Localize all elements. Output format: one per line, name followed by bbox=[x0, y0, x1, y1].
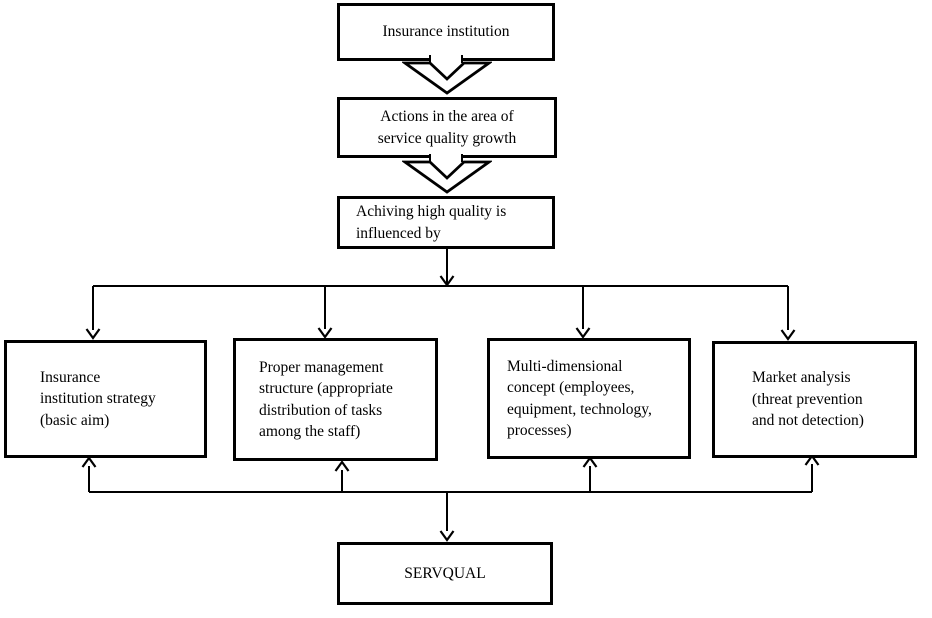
node-servqual: SERVQUAL bbox=[337, 542, 553, 605]
node-achieving-text-line1: Achiving high quality is bbox=[356, 203, 507, 220]
block-arrow-down-icon-2 bbox=[402, 151, 492, 194]
node-strategy: Insurance institution strategy (basic ai… bbox=[4, 340, 207, 458]
node-actions-text-line2: service quality growth bbox=[377, 129, 517, 147]
arrowhead-up-strategy bbox=[81, 456, 97, 468]
node-management: Proper management structure (appropriate… bbox=[233, 338, 438, 461]
node-servqual-text: SERVQUAL bbox=[404, 564, 486, 582]
node-actions: Actions in the area of service quality g… bbox=[337, 97, 557, 158]
block-arrow-notch-mask bbox=[429, 52, 463, 63]
node-strategy-text-line2: institution strategy bbox=[40, 390, 156, 408]
block-arrow-down-icon-1 bbox=[402, 52, 492, 95]
node-management-text-line1: Proper management bbox=[259, 358, 384, 376]
node-market-text-line2: (threat prevention bbox=[752, 390, 863, 408]
node-management-text-line2: structure (appropriate bbox=[259, 380, 393, 397]
block-arrow-notch-mask bbox=[429, 151, 463, 162]
node-concept: Multi-dimensional concept (employees, eq… bbox=[487, 338, 691, 459]
node-achieving: Achiving high quality is influenced by bbox=[337, 196, 555, 249]
node-concept-text-line3: equipment, technology, bbox=[507, 400, 652, 418]
block-arrow-chevron-shape bbox=[402, 61, 492, 95]
block-arrow-chevron-shape bbox=[402, 160, 492, 194]
arrowhead-down-concept bbox=[575, 327, 591, 339]
node-insurance-institution: Insurance institution bbox=[337, 3, 555, 61]
node-actions-text-line1: Actions in the area of bbox=[380, 108, 514, 125]
node-market-text-line1: Market analysis bbox=[752, 369, 851, 387]
arrowhead-down-market bbox=[780, 329, 796, 341]
arrowhead-up-concept bbox=[582, 456, 598, 468]
node-concept-text-line1: Multi-dimensional bbox=[507, 357, 623, 375]
node-strategy-text-line1: Insurance bbox=[40, 368, 101, 386]
node-insurance-institution-text: Insurance institution bbox=[382, 23, 510, 41]
node-achieving-text-line2: influenced by bbox=[356, 224, 441, 242]
node-strategy-text-line3: (basic aim) bbox=[40, 411, 110, 429]
arrowhead-down-servqual bbox=[439, 530, 455, 542]
node-market: Market analysis (threat prevention and n… bbox=[712, 341, 917, 458]
node-market-text-line3: and not detection) bbox=[752, 412, 864, 430]
node-management-text-line4: among the staff) bbox=[259, 423, 361, 440]
arrowhead-down-strategy bbox=[85, 328, 101, 340]
arrowhead-down-center bbox=[439, 275, 455, 287]
node-concept-text-line4: processes) bbox=[507, 422, 572, 439]
arrowhead-down-management bbox=[317, 327, 333, 339]
arrowhead-up-management bbox=[334, 460, 350, 472]
node-concept-text-line2: concept (employees, bbox=[507, 379, 635, 396]
node-management-text-line3: distribution of tasks bbox=[259, 401, 383, 419]
